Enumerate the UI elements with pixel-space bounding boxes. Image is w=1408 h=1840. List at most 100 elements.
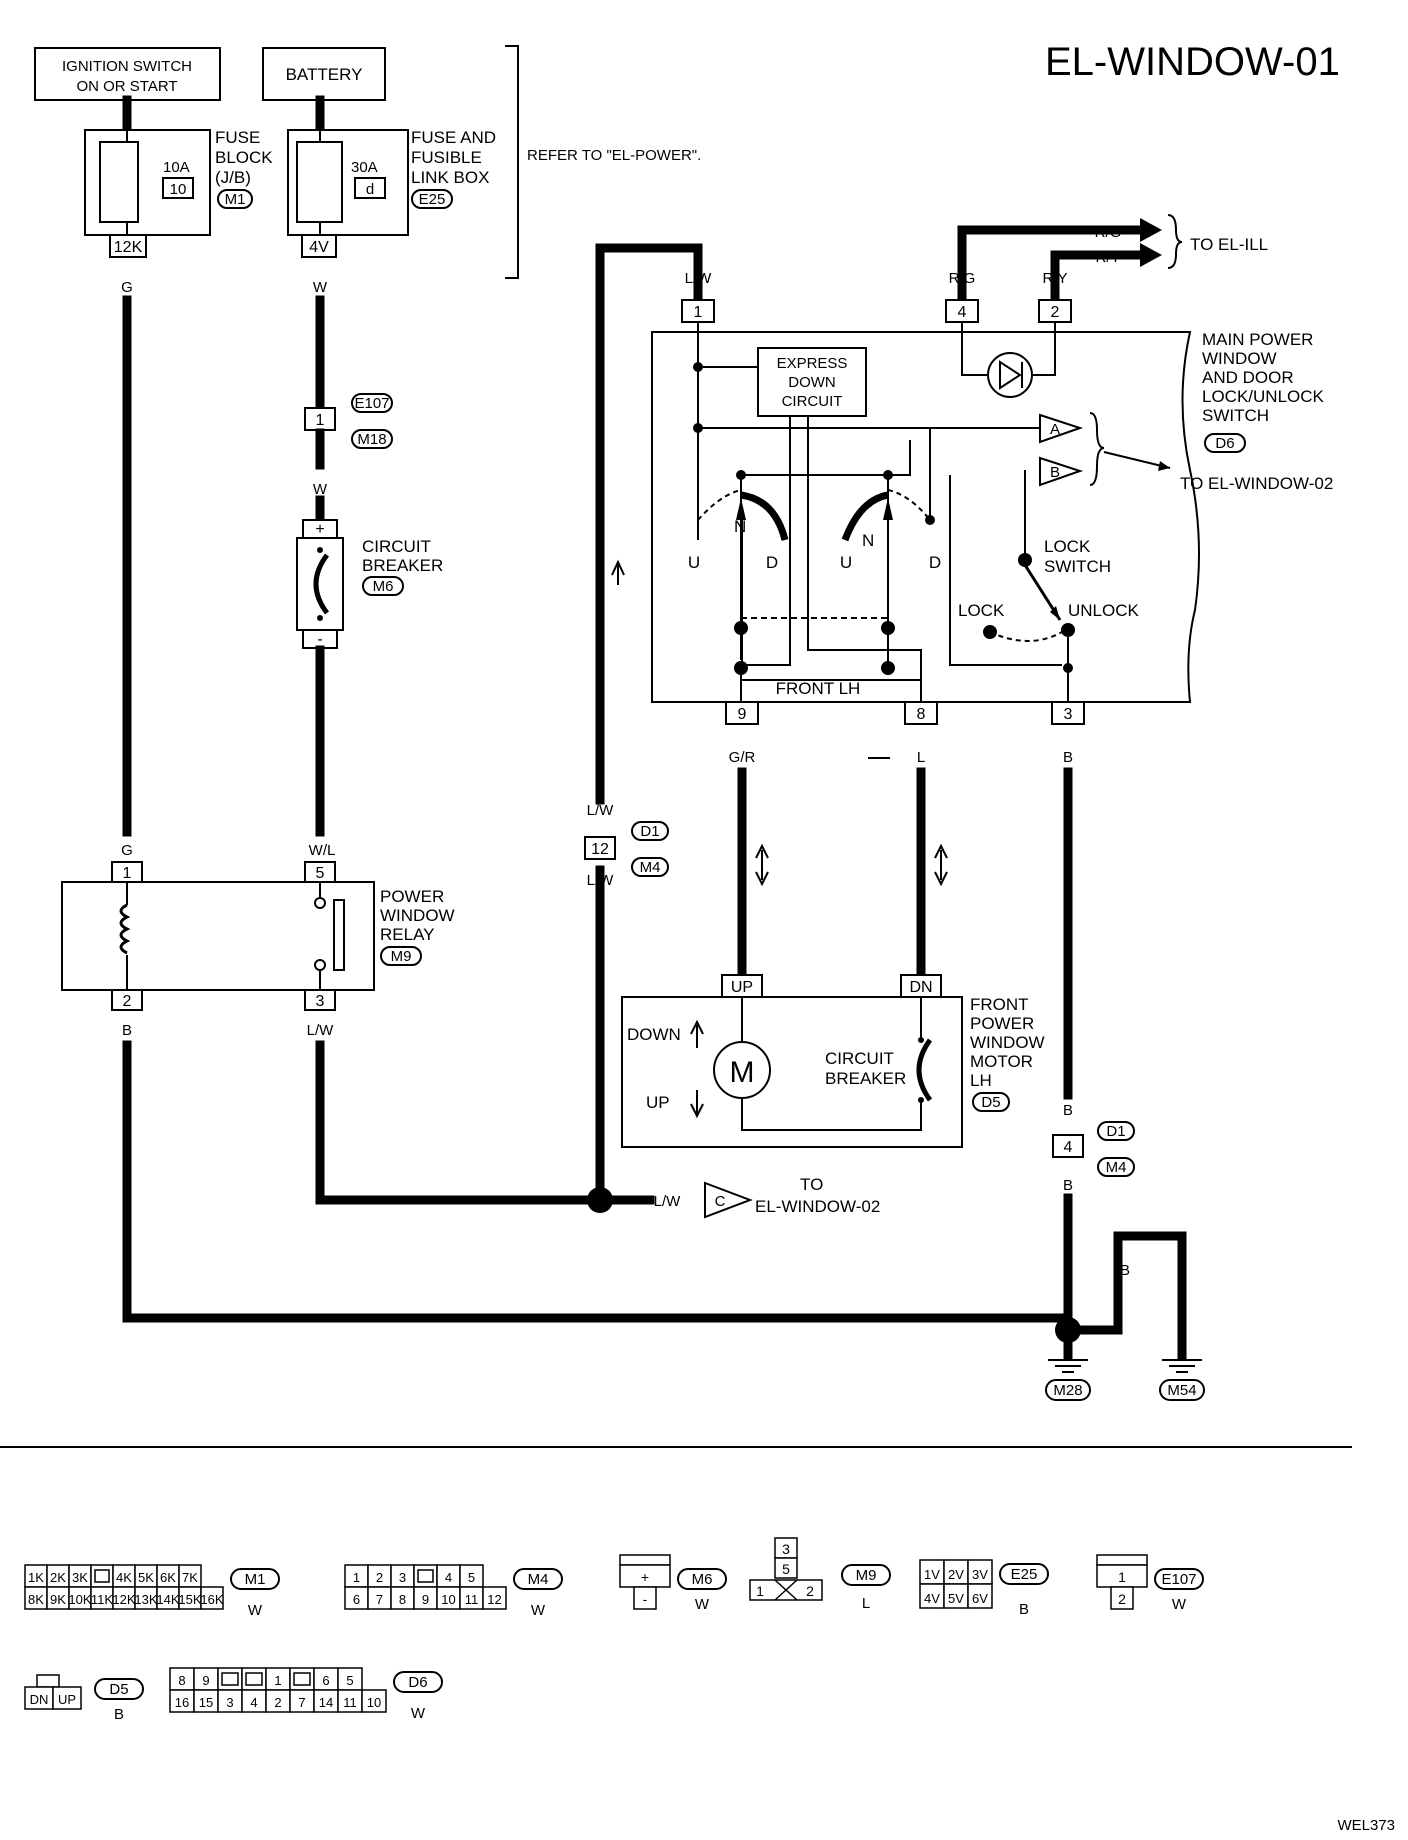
motor-m-label: M <box>730 1056 755 1089</box>
switch-label-1: MAIN POWER <box>1202 330 1313 349</box>
up-arrow-icon <box>611 559 625 585</box>
switch-conn: D6 <box>1215 435 1234 452</box>
m9-color: L <box>862 1595 870 1612</box>
express-label-1: EXPRESS <box>777 355 848 372</box>
rg-arrow-icon <box>1140 218 1162 242</box>
fuse-link-pin: 4V <box>309 239 329 256</box>
express-label-2: DOWN <box>788 374 836 391</box>
svg-text:1: 1 <box>316 412 325 429</box>
fuse-block-label-2: BLOCK <box>215 148 273 167</box>
m1-pin: 1K <box>28 1570 44 1585</box>
d6-key <box>293 1672 311 1686</box>
cb-m6-conn: M6 <box>373 578 394 595</box>
wire-lw-relay-label: L/W <box>307 1022 335 1039</box>
ground-m54: M54 <box>1159 1300 1205 1401</box>
wire-ry <box>1050 250 1145 305</box>
e25-cell <box>919 1559 945 1585</box>
d5-cell <box>52 1686 82 1710</box>
refer-bracket <box>505 45 519 279</box>
m1-pin: 12K <box>112 1592 135 1607</box>
m1-id: M1 <box>245 1571 266 1588</box>
m4-id-oval <box>513 1568 563 1590</box>
fuse-block: 10A 10 FUSE BLOCK (J/B) M1 12K <box>84 95 273 258</box>
m9-id-oval <box>841 1564 891 1586</box>
m4-pin: 6 <box>353 1592 360 1607</box>
wire-b-label-3: B <box>1063 1177 1073 1194</box>
svg-text:C: C <box>715 1193 726 1210</box>
wire-b-label-5: B <box>1177 1262 1187 1279</box>
bidirectional-arrow-2-icon <box>934 843 948 887</box>
wire-l-label: L <box>917 749 925 766</box>
to-ill-brace <box>1167 214 1183 269</box>
e25-cell <box>919 1583 945 1609</box>
d6-color: W <box>411 1705 426 1722</box>
e25-pin: 4V <box>924 1591 940 1606</box>
fuse-block-conn: M1 <box>225 191 246 208</box>
switch2-u: U <box>840 553 852 572</box>
d6-pin: 3 <box>226 1695 233 1710</box>
wire-lw-c-label: L/W <box>654 1193 682 1210</box>
d6-pin: 2 <box>274 1695 281 1710</box>
wire-rg-label-right: R/G <box>1095 224 1122 241</box>
ry-arrow-icon <box>1140 243 1162 267</box>
d6-key <box>221 1672 239 1686</box>
relay-label-2: WINDOW <box>380 906 455 925</box>
m1-pin: 11K <box>91 1592 113 1607</box>
m1-pin: 4K <box>116 1570 132 1585</box>
wire-g-label-bottom: G <box>121 842 133 859</box>
wire-ry-label: R/Y <box>1042 270 1067 287</box>
wire-lw-vertical-upper <box>595 243 703 805</box>
e107-id-oval <box>1154 1568 1204 1590</box>
m9-pin: 2 <box>806 1583 814 1599</box>
e107-pin: 2 <box>1118 1591 1126 1607</box>
ignition-label-2: ON OR START <box>76 78 177 95</box>
d6-pin: 8 <box>178 1673 185 1688</box>
e107-id: E107 <box>1161 1571 1196 1588</box>
fuse-rating-10a: 10A <box>163 159 190 176</box>
m1-pin: 2K <box>50 1570 66 1585</box>
svg-text:UP: UP <box>731 979 753 996</box>
d5-pin: UP <box>58 1692 76 1707</box>
d6-pin: 4 <box>250 1695 257 1710</box>
e25-cell <box>967 1583 993 1609</box>
e107-cell <box>1110 1586 1134 1610</box>
ground-icon-m54 <box>1162 1359 1202 1373</box>
wire-b-label-2: B <box>1063 1102 1073 1119</box>
d6-pin: 5 <box>346 1673 353 1688</box>
wire-b-label-4: B <box>1120 1262 1130 1279</box>
motor-conn: D5 <box>981 1094 1000 1111</box>
to-ill-label: TO EL-ILL <box>1190 235 1268 254</box>
m4-pin: 2 <box>376 1570 383 1585</box>
svg-text:9: 9 <box>738 706 747 723</box>
d6-id-oval <box>393 1671 443 1693</box>
switch-label-3: AND DOOR <box>1202 368 1294 387</box>
switch1-u: U <box>688 553 700 572</box>
svg-text:8: 8 <box>917 706 926 723</box>
e25-pin: 1V <box>924 1567 940 1582</box>
wire-lw-label-upper: L/W <box>587 802 615 819</box>
down-arrow-icon <box>690 1019 704 1048</box>
motor-label-4: MOTOR <box>970 1052 1033 1071</box>
m4-conn-4: M4 <box>1106 1159 1127 1176</box>
power-window-relay: 1 5 2 3 POWER WINDOW RELAY M9 <box>61 861 455 1011</box>
motor-cb-label-1: CIRCUIT <box>825 1049 894 1068</box>
svg-text:5: 5 <box>316 865 325 882</box>
to-window02-c-to: TO <box>800 1175 823 1194</box>
switch-label-5: SWITCH <box>1202 406 1269 425</box>
m4-cell <box>482 1586 507 1610</box>
m1-pin: 5K <box>138 1570 154 1585</box>
front-power-window-motor: UP DN M DOWN UP CIRCUIT BREAKER FRONT PO… <box>621 974 1045 1148</box>
fuse-link-conn: E25 <box>419 191 446 208</box>
e25-pin: 3V <box>972 1567 988 1582</box>
d6-pin: 9 <box>202 1673 209 1688</box>
to-window02-label: TO EL-WINDOW-02 <box>1180 474 1333 493</box>
wire-w-label-2: W <box>313 481 328 498</box>
switch2-d: D <box>929 553 941 572</box>
d6-pin: 6 <box>322 1673 329 1688</box>
cb-m6-label-2: BREAKER <box>362 556 443 575</box>
m4-color: W <box>531 1602 546 1619</box>
m4-pin: 3 <box>399 1570 406 1585</box>
e25-pin: 2V <box>948 1567 964 1582</box>
m6-pin: - <box>643 1591 648 1607</box>
